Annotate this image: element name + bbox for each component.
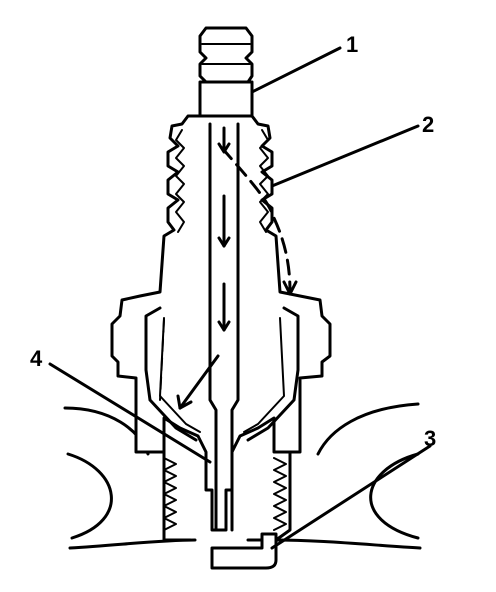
leader-lines	[48, 46, 432, 550]
inner-dashed	[159, 319, 165, 401]
leader-1	[250, 46, 342, 94]
leader-2	[270, 124, 420, 188]
callout-2: 2	[422, 112, 434, 137]
leader-4	[48, 362, 212, 464]
heat-path-dashed	[220, 146, 298, 296]
callout-3: 3	[424, 426, 436, 451]
ground-electrode	[210, 532, 278, 570]
current-flow-arrows	[176, 126, 231, 410]
callout-4: 4	[30, 346, 43, 371]
callout-1: 1	[346, 32, 358, 57]
center-electrode	[208, 122, 240, 532]
leader-3	[270, 444, 432, 550]
terminal-nut	[198, 26, 254, 118]
insulator-ribs	[175, 129, 269, 233]
